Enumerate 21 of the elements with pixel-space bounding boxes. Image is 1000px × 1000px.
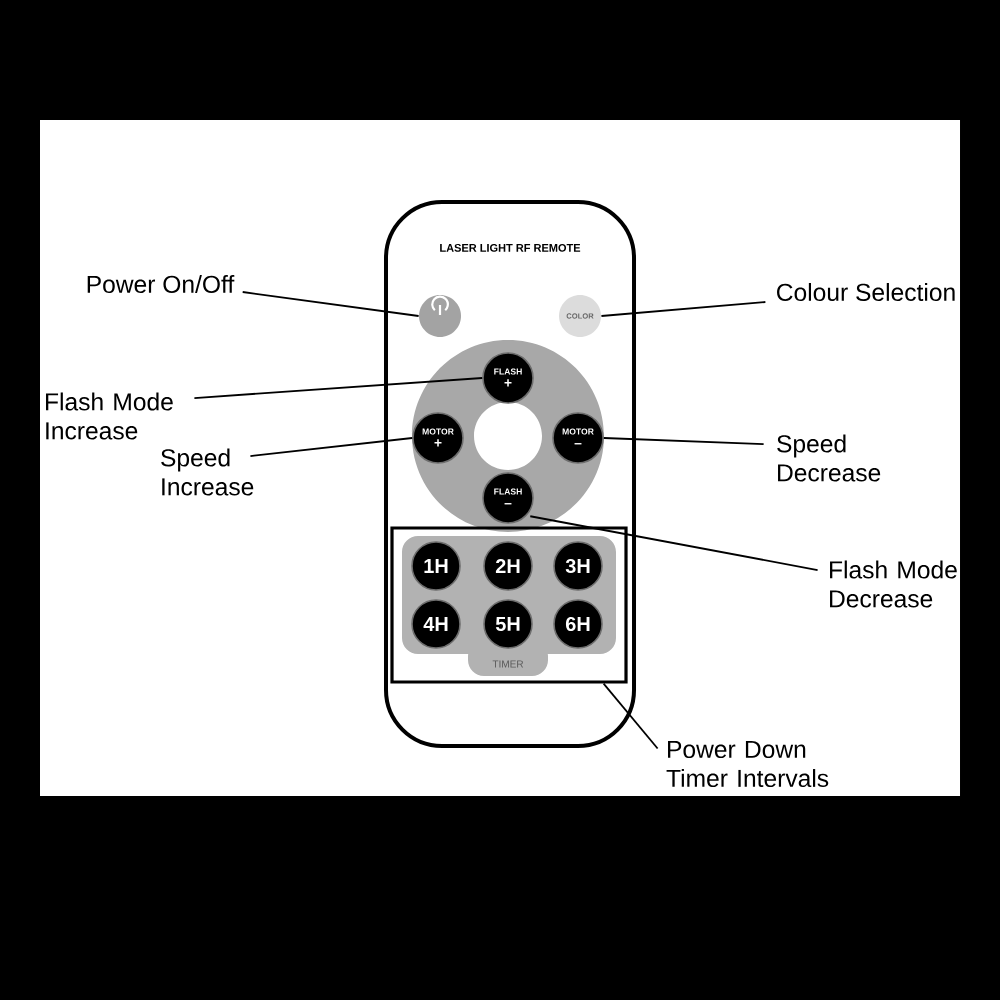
- leader-line: [193, 377, 484, 399]
- callout-text: Speed Increase: [161, 448, 254, 496]
- timer-button: 1H: [411, 541, 461, 591]
- timer-button: 6H: [553, 599, 603, 649]
- leader-line: [249, 437, 414, 457]
- timer-button: 3H: [553, 541, 603, 591]
- leader-line: [600, 301, 767, 317]
- callout-text: Speed Decrease: [777, 434, 881, 482]
- timer-frame: [390, 526, 628, 684]
- callout-text: Flash Mode Decrease: [830, 560, 957, 608]
- leader-line: [602, 682, 659, 750]
- leader-line: [241, 291, 420, 317]
- callout-text: Power On/Off: [87, 275, 235, 294]
- timer-button: 2H: [483, 541, 533, 591]
- timer-button: 5H: [483, 599, 533, 649]
- callout-text: Colour Selection: [777, 283, 955, 302]
- leader-line: [602, 437, 765, 445]
- callout-text: Power Down Timer Intervals: [666, 740, 829, 788]
- timer-button: 4H: [411, 599, 461, 649]
- callout-text: Flash Mode Increase: [46, 392, 173, 440]
- power-button: [419, 295, 461, 337]
